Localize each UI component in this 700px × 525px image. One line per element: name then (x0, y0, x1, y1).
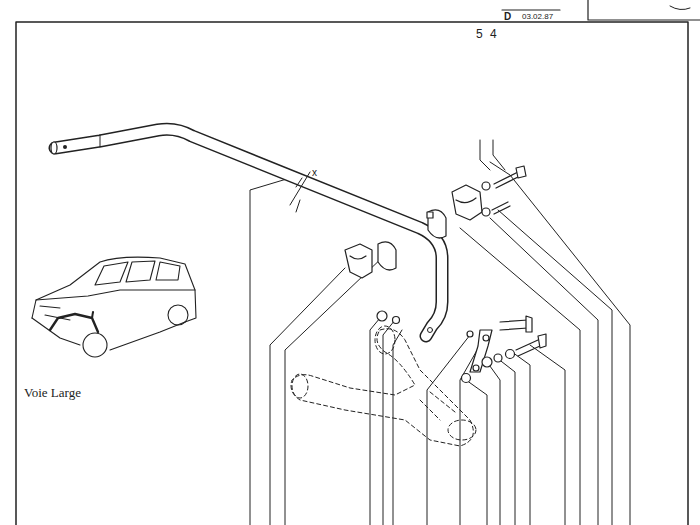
dimension-mark: x (312, 168, 317, 178)
callout-number: 4 (490, 28, 497, 40)
lower-arm (291, 326, 476, 446)
caption-note: Voie Large (24, 386, 81, 399)
frame (16, 22, 688, 525)
header-marks (502, 0, 700, 20)
leader-lines (250, 140, 630, 525)
anti-roll-bar (51, 129, 442, 336)
sheet-letter: D (504, 12, 511, 22)
callout-number: 5 (476, 28, 483, 40)
date-stamp: 03.02.87 (522, 13, 553, 21)
clamps (345, 185, 482, 278)
car-sketch (32, 257, 196, 357)
fasteners (377, 166, 546, 383)
